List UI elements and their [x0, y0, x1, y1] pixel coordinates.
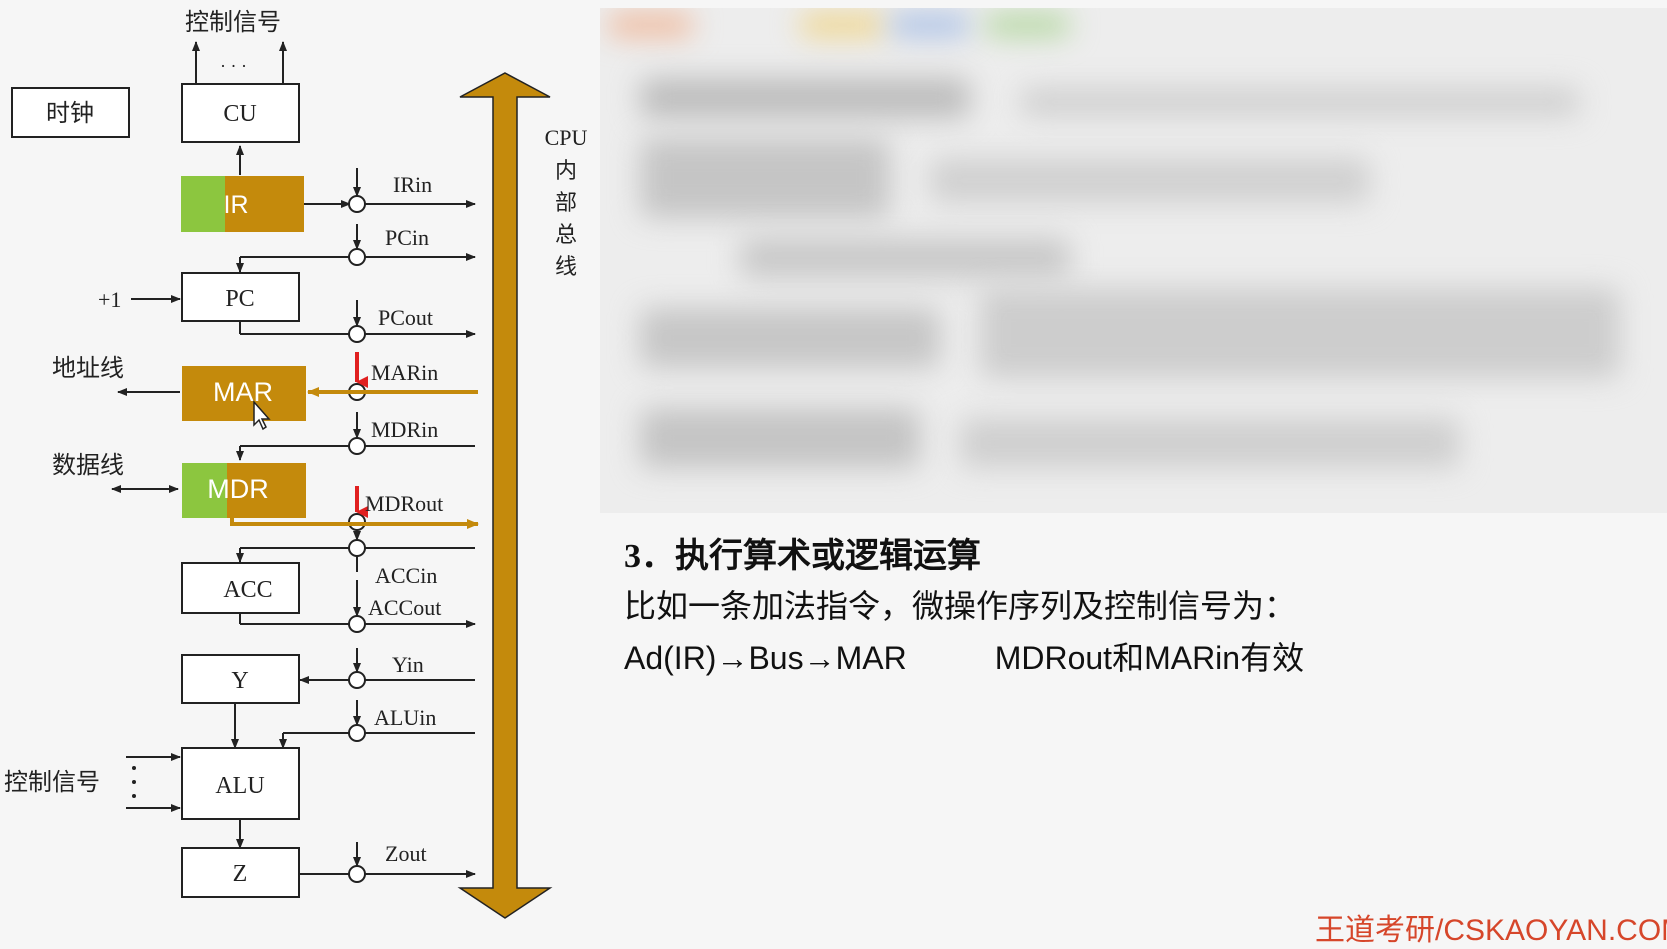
- bus-label-zong: 总: [555, 222, 577, 247]
- signal-mdrout: MDRout: [365, 491, 443, 516]
- signal-aluin: ALUin: [374, 705, 436, 730]
- blurred-slide-panel: [600, 8, 1667, 513]
- alu-box: [181, 747, 300, 820]
- acc-box: [181, 562, 300, 614]
- caption-control-signals: MDRout和MARin有效: [994, 640, 1305, 676]
- caption-block: 3．执行算术或逻辑运算 比如一条加法指令，微操作序列及控制信号为： Ad(IR)…: [624, 528, 1304, 679]
- ir-label: IR: [224, 191, 249, 219]
- bus-label-bu: 部: [555, 190, 577, 215]
- clock-label: 时钟: [46, 100, 94, 127]
- y-box: [181, 654, 300, 704]
- signal-irin: IRin: [393, 172, 432, 197]
- caption-micro-op: Ad(IR)→Bus→MAR: [624, 640, 907, 676]
- ir-box-green: [181, 176, 225, 232]
- cpu-bus-diagram: 控制信号 · · · 时钟 CU IR PC +1 MAR 地址线 MDR 数据…: [4, 9, 588, 919]
- plus-one-label: +1: [98, 287, 121, 312]
- clock-box: [11, 87, 130, 138]
- bus-label-cpu: CPU: [545, 125, 588, 150]
- alu-label: ALU: [215, 773, 264, 799]
- signal-accin: ACCin: [375, 563, 437, 588]
- signal-pcout: PCout: [378, 305, 433, 330]
- mar-label: MAR: [213, 377, 273, 407]
- cu-label: CU: [223, 101, 256, 127]
- mdr-box-green: [182, 463, 227, 518]
- bus-label-xian: 线: [555, 254, 577, 279]
- address-line-label: 地址线: [52, 355, 124, 382]
- caption-heading: 3．执行算术或逻辑运算: [624, 538, 981, 575]
- mouse-pointer-icon: [253, 400, 271, 431]
- alu-control-signal-label: 控制信号: [4, 769, 100, 796]
- top-control-dots: · · ·: [220, 56, 247, 76]
- ir-box: [225, 176, 304, 232]
- cpu-internal-bus: [457, 72, 553, 919]
- acc-label: ACC: [223, 577, 272, 603]
- z-box: [181, 847, 300, 898]
- signal-yin: Yin: [392, 652, 424, 677]
- pc-box: [181, 272, 300, 322]
- signal-pcin: PCin: [385, 225, 429, 250]
- data-line-label: 数据线: [52, 452, 124, 479]
- mdr-label: MDR: [207, 474, 269, 504]
- y-label: Y: [231, 668, 248, 694]
- top-control-signal-label: 控制信号: [185, 9, 281, 36]
- caption-line3: Ad(IR)→Bus→MAR MDRout和MARin有效: [624, 633, 1304, 679]
- pc-label: PC: [225, 286, 254, 312]
- mdr-box: [227, 463, 306, 518]
- cu-box: [181, 83, 300, 143]
- signal-mdrin: MDRin: [371, 417, 438, 442]
- signal-accout: ACCout: [368, 595, 441, 620]
- mar-box: [182, 366, 306, 421]
- bus-label-nei: 内: [555, 158, 577, 183]
- signal-marin: MARin: [371, 360, 438, 385]
- signal-zout: Zout: [385, 841, 427, 866]
- brand-watermark: 王道考研/CSKAOYAN.COM: [1315, 914, 1667, 947]
- caption-line2: 比如一条加法指令，微操作序列及控制信号为：: [624, 588, 1297, 624]
- z-label: Z: [233, 861, 248, 887]
